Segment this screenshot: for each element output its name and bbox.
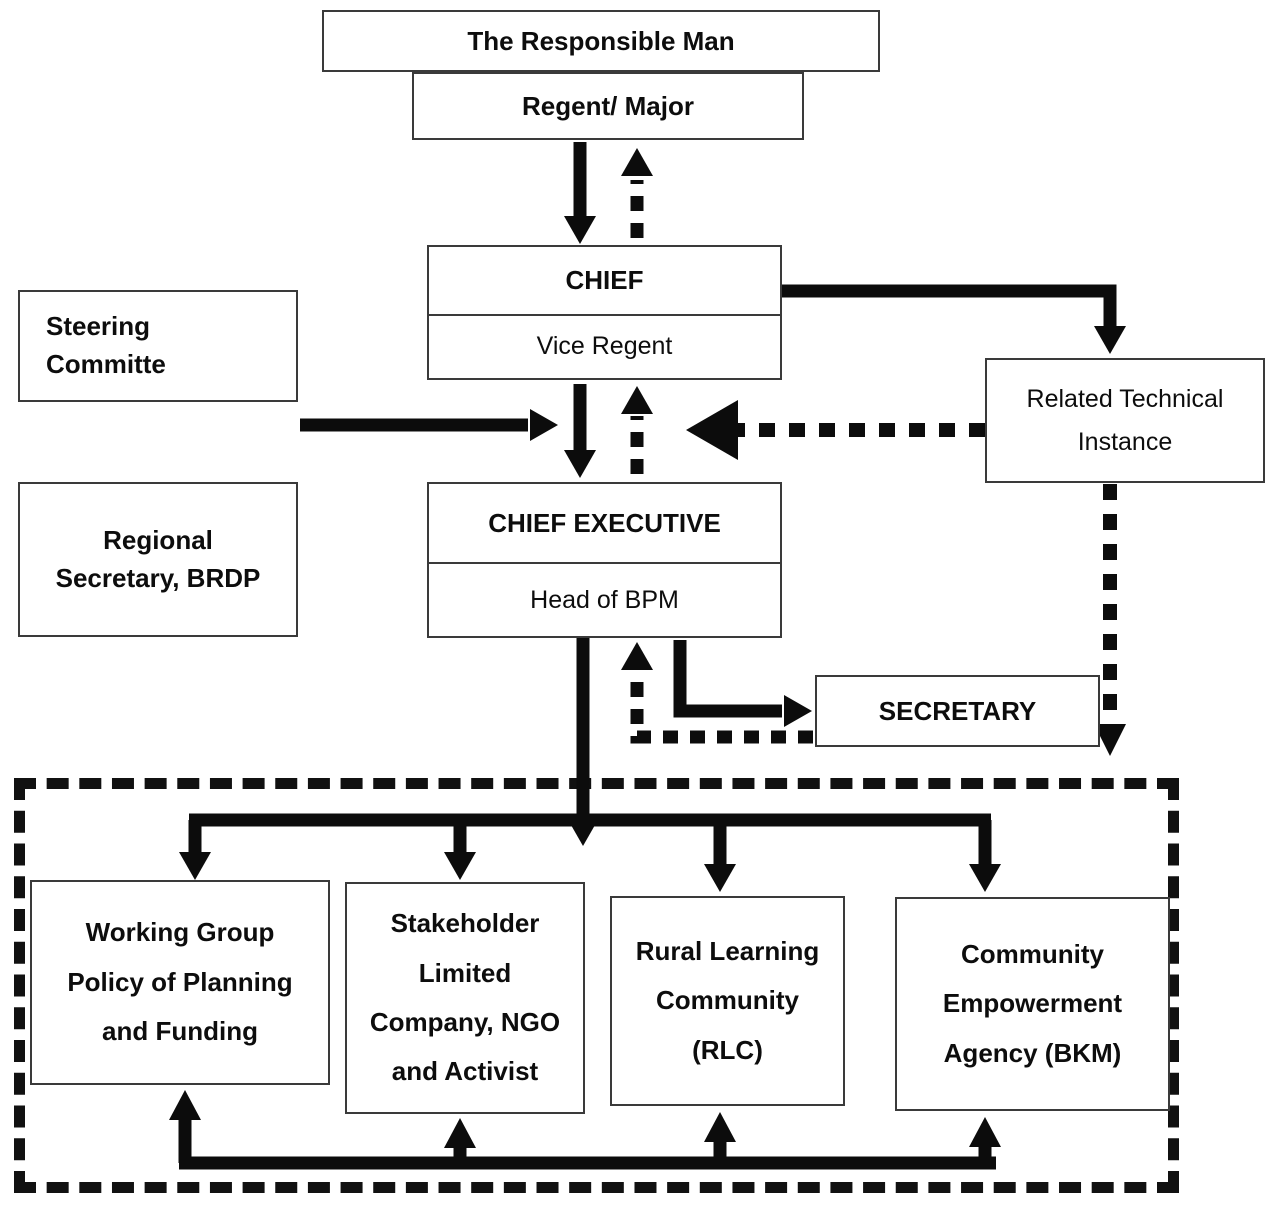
arrow-steering-to-center bbox=[300, 409, 558, 441]
arrow-chief-executive-to-chief-dashed bbox=[621, 386, 653, 474]
chief-executive-title-cell: CHIEF EXECUTIVE bbox=[429, 484, 780, 562]
responsible-man-label: The Responsible Man bbox=[467, 25, 735, 56]
arrow-bpm-to-secretary bbox=[673, 640, 812, 727]
box-secretary: SECRETARY bbox=[815, 675, 1100, 747]
community-region-border bbox=[14, 778, 1179, 1193]
arrow-chief-to-regent-dashed bbox=[621, 148, 653, 238]
chief-executive-subtitle: Head of BPM bbox=[530, 585, 679, 614]
arrow-related-to-center-dotted bbox=[686, 400, 985, 460]
box-regional-secretary-brdp: Regional Secretary, BRDP bbox=[18, 482, 298, 637]
chief-title: CHIEF bbox=[565, 264, 644, 295]
chief-subtitle-cell: Vice Regent bbox=[429, 313, 780, 378]
box-community-empowerment-agency: Community Empowerment Agency (BKM) bbox=[895, 897, 1170, 1111]
stakeholder-label: Stakeholder Limited Company, NGO and Act… bbox=[369, 908, 561, 1087]
bkm-label: Community Empowerment Agency (BKM) bbox=[942, 938, 1123, 1068]
regent-major-label: Regent/ Major bbox=[522, 90, 694, 121]
regional-secretary-label: Regional Secretary, BRDP bbox=[55, 524, 261, 593]
box-related-technical-instance: Related Technical Instance bbox=[985, 358, 1265, 483]
box-responsible-man: The Responsible Man bbox=[322, 10, 880, 72]
steering-committee-label: Steering Committe bbox=[46, 311, 166, 379]
arrow-chief-to-related-technical bbox=[782, 284, 1126, 354]
box-working-group: Working Group Policy of Planning and Fun… bbox=[30, 880, 330, 1085]
chief-executive-title: CHIEF EXECUTIVE bbox=[488, 507, 721, 538]
box-chief-executive: CHIEF EXECUTIVE Head of BPM bbox=[427, 482, 782, 638]
line-related-down-dotted bbox=[1094, 484, 1126, 756]
box-steering-committee: Steering Committe bbox=[18, 290, 298, 402]
box-stakeholder: Stakeholder Limited Company, NGO and Act… bbox=[345, 882, 585, 1114]
working-group-label: Working Group Policy of Planning and Fun… bbox=[67, 917, 293, 1047]
box-chief: CHIEF Vice Regent bbox=[427, 245, 782, 380]
box-rural-learning-community: Rural Learning Community (RLC) bbox=[610, 896, 845, 1106]
chief-title-cell: CHIEF bbox=[429, 247, 780, 314]
feedback-line-bottom bbox=[169, 1090, 1001, 1170]
secretary-label: SECRETARY bbox=[878, 695, 1037, 726]
arrow-regent-to-chief bbox=[564, 142, 596, 244]
box-regent-major: Regent/ Major bbox=[412, 72, 804, 140]
arrow-chief-to-chief-executive bbox=[564, 384, 596, 478]
chief-executive-subtitle-cell: Head of BPM bbox=[429, 562, 780, 636]
related-technical-label: Related Technical Instance bbox=[1026, 385, 1224, 456]
distribution-line bbox=[179, 813, 1001, 892]
arrow-secretary-feedback-dashed bbox=[621, 642, 813, 744]
chief-subtitle: Vice Regent bbox=[536, 332, 673, 361]
rlc-label: Rural Learning Community (RLC) bbox=[635, 935, 820, 1065]
